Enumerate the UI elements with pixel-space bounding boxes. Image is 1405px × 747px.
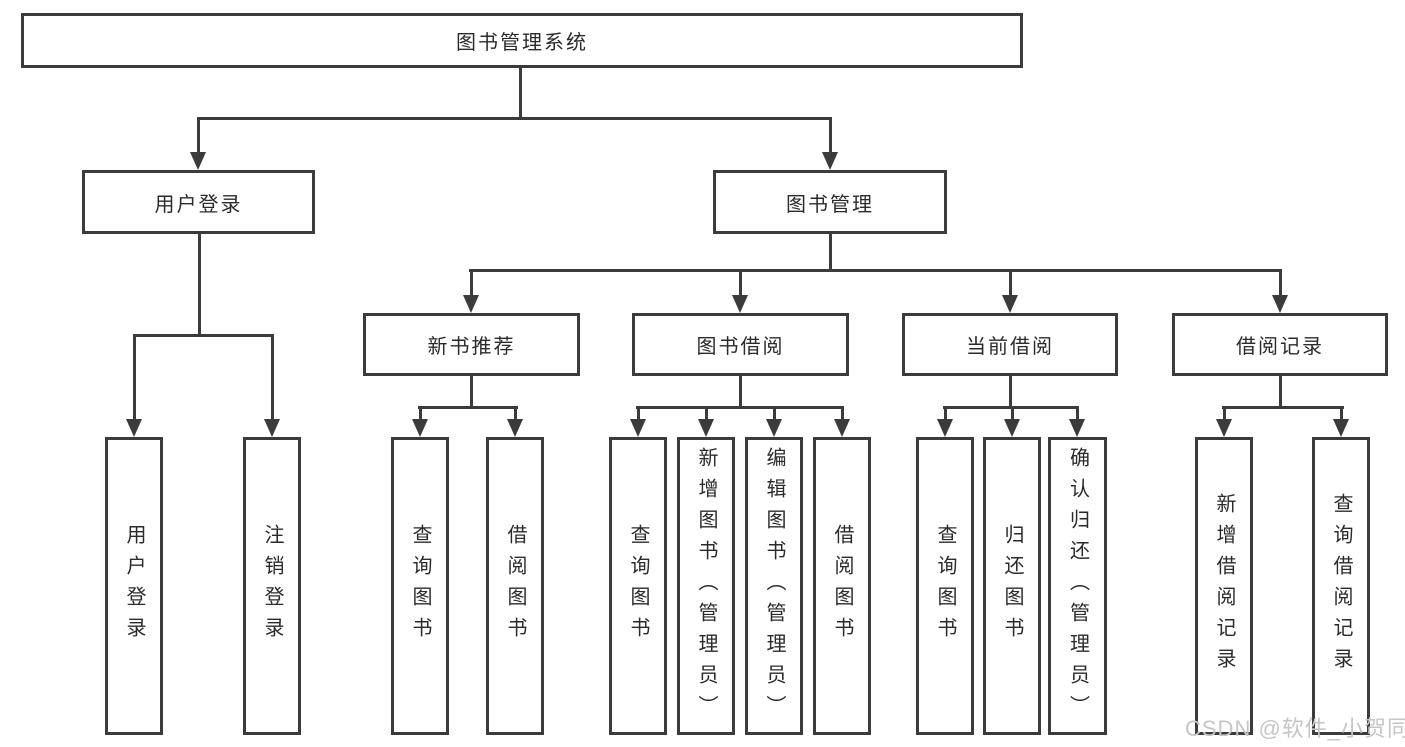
arrow-down-icon — [264, 419, 280, 437]
connector-line — [944, 407, 947, 423]
connector-line — [133, 335, 136, 421]
connector-line — [519, 68, 522, 119]
connector-line — [1223, 407, 1226, 423]
leaf-query-books-2: 查询图书 — [609, 437, 667, 735]
connector-line — [133, 334, 274, 337]
arrow-down-icon — [834, 419, 850, 437]
connector-line — [841, 407, 844, 423]
leaf-borrow-books-1: 借阅图书 — [486, 437, 544, 735]
node-borrowing-records: 借阅记录 — [1172, 313, 1388, 376]
connector-line — [1011, 407, 1014, 423]
leaf-logout: 注销登录 — [243, 437, 301, 735]
connector-line — [773, 407, 776, 423]
connector-line — [829, 118, 832, 154]
arrow-down-icon — [1002, 295, 1018, 313]
node-book-management: 图书管理 — [713, 170, 947, 234]
arrow-down-icon — [1069, 419, 1085, 437]
connector-line — [829, 234, 832, 272]
connector-line — [636, 406, 844, 409]
connector-line — [418, 406, 518, 409]
connector-line — [469, 269, 1282, 272]
leaf-query-books-1: 查询图书 — [391, 437, 449, 735]
arrow-down-icon — [766, 419, 782, 437]
arrow-down-icon — [698, 419, 714, 437]
connector-line — [197, 118, 200, 154]
connector-line — [419, 407, 422, 423]
arrow-down-icon — [1333, 419, 1349, 437]
arrow-down-icon — [126, 419, 142, 437]
connector-line — [514, 407, 517, 423]
leaf-edit-books-admin: 编辑图书（管理员） — [745, 437, 803, 735]
connector-line — [1340, 407, 1343, 423]
arrow-down-icon — [1216, 419, 1232, 437]
node-user-login: 用户登录 — [82, 170, 315, 234]
leaf-query-books-3: 查询图书 — [916, 437, 974, 735]
leaf-return-books: 归还图书 — [983, 437, 1041, 735]
arrow-down-icon — [732, 295, 748, 313]
watermark: CSDN @软件_小贺同学 — [1185, 716, 1405, 741]
node-current-borrowing: 当前借阅 — [902, 313, 1118, 376]
connector-line — [1009, 270, 1012, 297]
leaf-confirm-return-admin: 确认归还（管理员） — [1048, 437, 1107, 735]
arrow-down-icon — [937, 419, 953, 437]
connector-line — [1222, 406, 1344, 409]
leaf-user-login: 用户登录 — [105, 437, 163, 735]
arrow-down-icon — [463, 295, 479, 313]
arrow-down-icon — [630, 419, 646, 437]
connector-line — [1279, 376, 1282, 408]
arrow-down-icon — [507, 419, 523, 437]
connector-line — [470, 376, 473, 408]
node-new-book-recommendation: 新书推荐 — [363, 313, 580, 376]
leaf-borrow-books-2: 借阅图书 — [813, 437, 871, 735]
connector-line — [1279, 270, 1282, 297]
connector-line — [705, 407, 708, 423]
arrow-down-icon — [822, 152, 838, 170]
leaf-query-borrow-record: 查询借阅记录 — [1312, 437, 1370, 735]
node-book-borrowing: 图书借阅 — [632, 313, 849, 376]
connector-line — [637, 407, 640, 423]
arrow-down-icon — [412, 419, 428, 437]
connector-line — [271, 335, 274, 421]
leaf-add-borrow-record: 新增借阅记录 — [1195, 437, 1253, 735]
connector-line — [1009, 376, 1012, 408]
arrow-down-icon — [190, 152, 206, 170]
arrow-down-icon — [1272, 295, 1288, 313]
connector-line — [197, 117, 832, 120]
arrow-down-icon — [1004, 419, 1020, 437]
node-root: 图书管理系统 — [21, 13, 1023, 68]
connector-line — [739, 376, 742, 408]
leaf-add-books-admin: 新增图书（管理员） — [677, 437, 735, 735]
connector-line — [739, 270, 742, 297]
connector-line — [198, 234, 201, 337]
connector-line — [1076, 407, 1079, 423]
connector-line — [470, 270, 473, 297]
